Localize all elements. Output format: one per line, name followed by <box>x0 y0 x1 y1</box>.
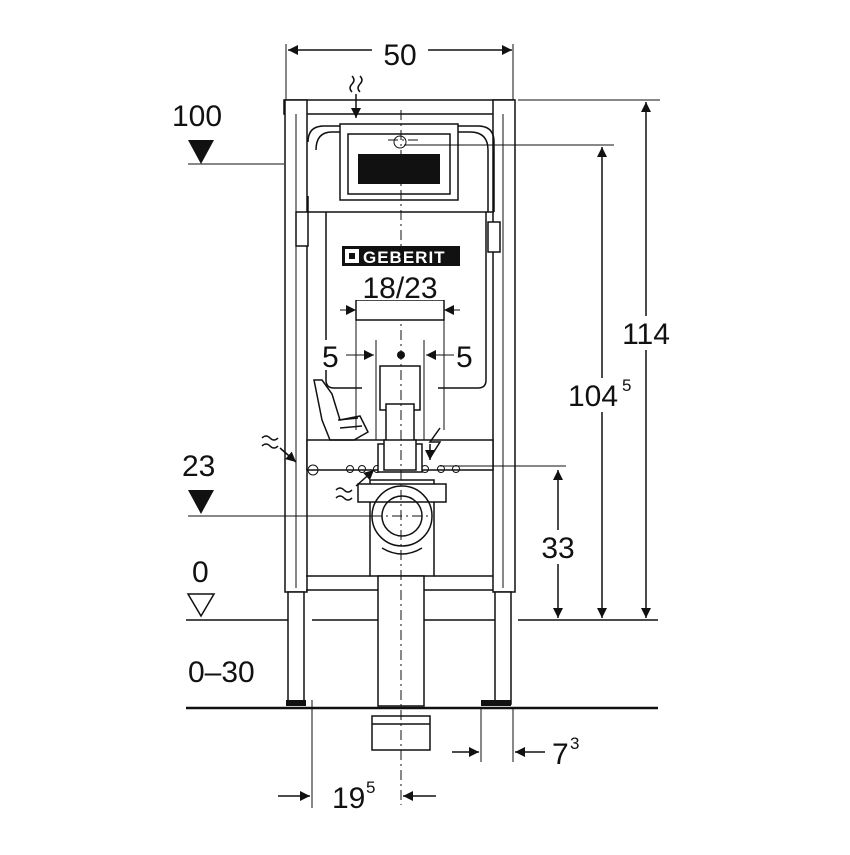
cistern <box>307 123 495 473</box>
height-104-sup: 5 <box>622 376 631 395</box>
bottom-7-sup: 3 <box>570 734 579 753</box>
frame-width-label: 50 <box>383 39 416 72</box>
bottom-dimensions: 7 3 19 5 <box>278 700 579 815</box>
floor-range-label: 0–30 <box>188 656 255 689</box>
height-104-label: 104 <box>568 380 618 413</box>
height-33-label: 33 <box>541 532 574 565</box>
offset-right-label: 5 <box>456 341 473 374</box>
total-height-label: 114 <box>622 318 670 351</box>
drain-bend <box>357 479 447 751</box>
water-inlet-right-icon <box>335 487 353 501</box>
bottom-7-label: 7 <box>552 738 569 771</box>
level-23-label: 23 <box>182 450 215 483</box>
offset-left-label: 5 <box>322 341 339 374</box>
dim-pipe-spacing: 18/23 <box>340 270 460 430</box>
service-symbols <box>261 75 442 501</box>
logo-text: GEBERIT <box>363 248 446 267</box>
level-0-label: 0 <box>192 556 209 589</box>
dim-side-offsets: 5 5 <box>322 340 478 440</box>
water-supply-icon <box>349 75 363 93</box>
centre-lines <box>372 110 432 805</box>
electrical-icon <box>428 427 442 459</box>
water-inlet-left-icon <box>261 435 279 449</box>
dim-frame-width: 50 <box>285 36 514 100</box>
left-levels: 100 23 0 0–30 <box>172 100 372 689</box>
level-100-label: 100 <box>172 100 222 133</box>
right-dimensions: 114 104 5 33 <box>404 99 677 618</box>
installation-frame <box>283 99 516 706</box>
pipe-spacing-label: 18/23 <box>362 272 437 305</box>
bottom-19-label: 19 <box>332 782 365 815</box>
bottom-19-sup: 5 <box>366 778 375 797</box>
floor-lines <box>186 619 658 710</box>
